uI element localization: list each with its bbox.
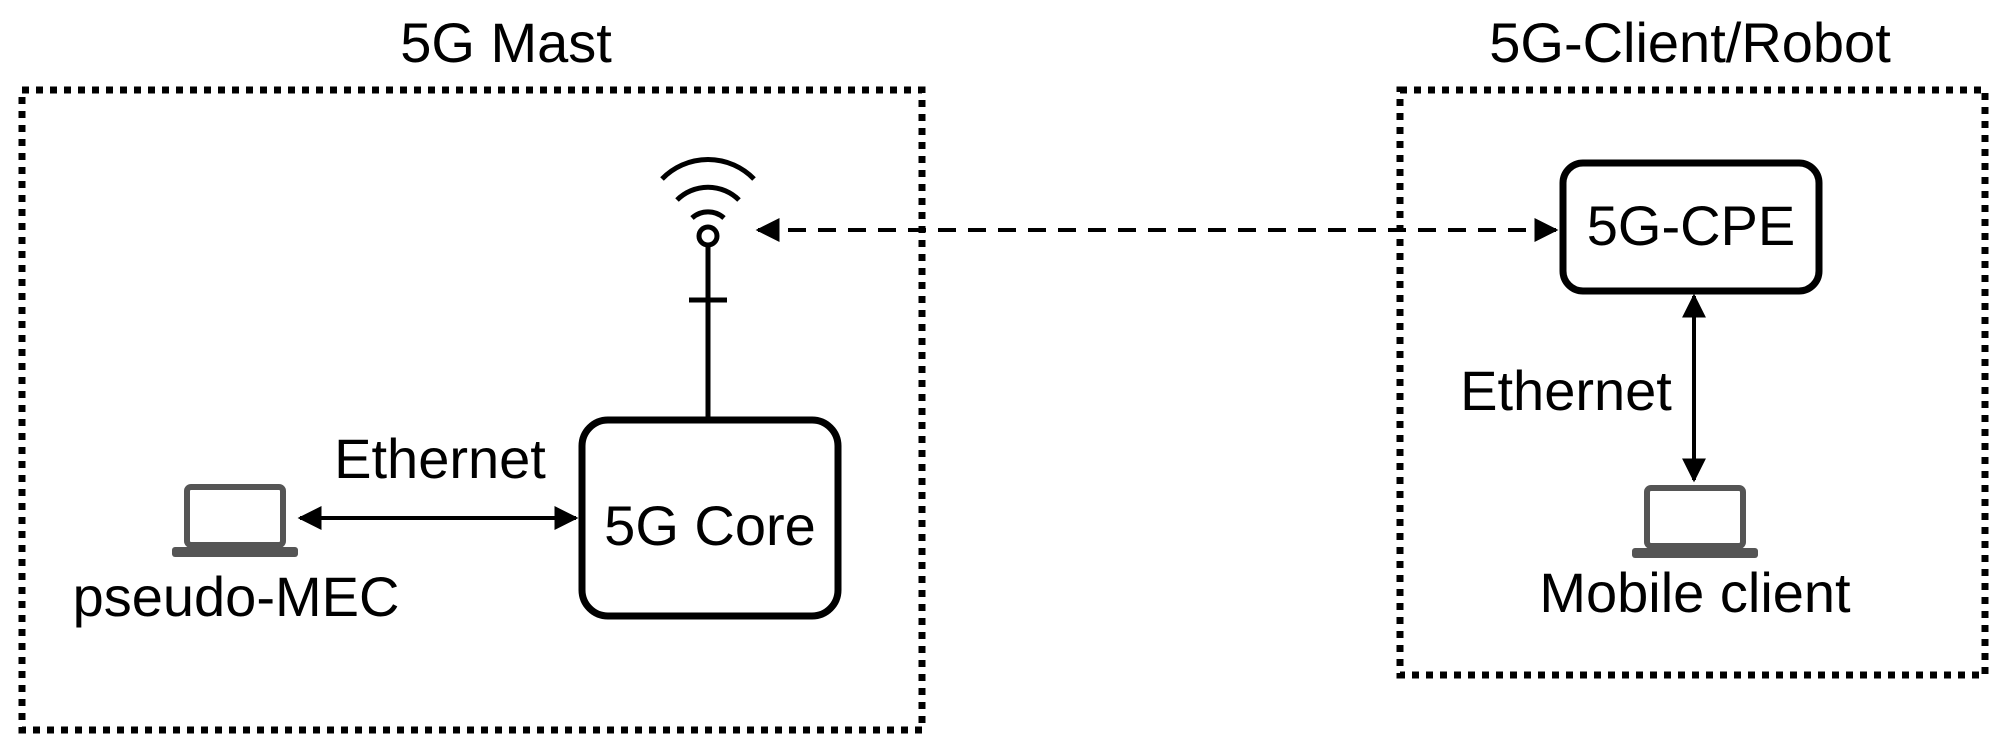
mast-group-title: 5G Mast [400, 11, 612, 74]
core-label: 5G Core [604, 494, 816, 557]
client-group-title: 5G-Client/Robot [1489, 11, 1891, 74]
antenna-icon [660, 157, 756, 420]
laptop-icon [1632, 485, 1758, 558]
cpe-box [1559, 159, 1823, 295]
edge-mec-core-label: Ethernet [334, 427, 546, 490]
core-box [578, 416, 842, 620]
mobile-client-label: Mobile client [1539, 561, 1851, 624]
cpe-label: 5G-CPE [1587, 194, 1796, 257]
mec-label: pseudo-MEC [73, 565, 400, 628]
client-group-box [1396, 86, 1989, 679]
edge-cpe-mobile-label: Ethernet [1460, 359, 1672, 422]
mast-group-box [18, 86, 926, 734]
laptop-icon [172, 484, 298, 557]
